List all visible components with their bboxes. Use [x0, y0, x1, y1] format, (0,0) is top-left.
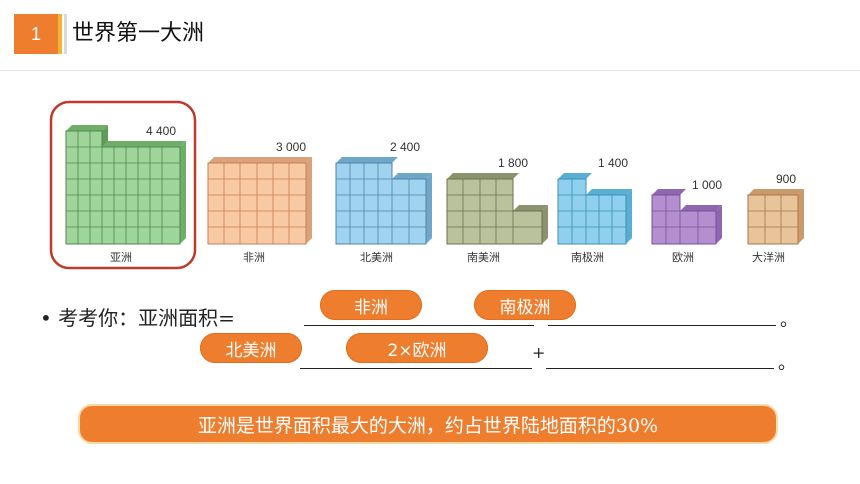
oceania-grid [748, 195, 798, 244]
south-america-name-label: 南美洲 [467, 251, 500, 264]
asia-block-side [180, 141, 186, 244]
europe-block-top-right [680, 205, 722, 211]
oceania-block-face [747, 194, 799, 245]
south-america-block-top [447, 173, 519, 179]
asia-area-label: 4 400 [146, 124, 176, 138]
antarctica-block-top [558, 173, 592, 179]
antarctica-grid [558, 179, 626, 244]
continent-block-asia: 4 400 亚洲 [65, 124, 186, 264]
europe-grid [652, 195, 716, 244]
south-america-block-side [542, 205, 548, 244]
africa-block-top [208, 157, 312, 163]
antarctica-block-face [557, 178, 627, 245]
continent-block-south-america: 1 800 南美洲 [446, 156, 548, 264]
plus-sign: + [532, 343, 546, 362]
africa-area-label: 3 000 [276, 140, 306, 154]
continent-block-antarctica: 1 400 南极洲 [557, 156, 632, 264]
answer-pill-north-america[interactable]: 北美洲 [200, 333, 302, 363]
south-america-block-top-right [513, 205, 548, 211]
answer-blank-2[interactable] [548, 325, 776, 326]
header-divider-bar [64, 14, 67, 54]
north-america-grid [336, 163, 426, 244]
south-america-block-face [446, 178, 543, 245]
exercise-bullet: • [40, 306, 52, 330]
continent-block-oceania: 900 大洋洲 [747, 172, 804, 264]
antarctica-block-top-right [586, 189, 632, 195]
europe-area-label: 1 000 [692, 178, 722, 192]
antarctica-block-side [626, 189, 632, 244]
north-america-block-side [426, 173, 432, 244]
asia-block-step-side [102, 125, 108, 147]
exercise-prompt: 考考你：亚洲面积= [58, 306, 235, 330]
europe-name-label: 欧洲 [672, 251, 694, 264]
header-accent-bar [58, 14, 62, 54]
south-america-area-label: 1 800 [498, 156, 528, 170]
continent-block-africa: 3 000 非洲 [207, 140, 312, 264]
asia-block-top [66, 125, 108, 131]
period-1: 。 [780, 310, 798, 331]
north-america-area-label: 2 400 [390, 140, 420, 154]
answer-blank-4[interactable] [546, 368, 774, 369]
north-america-block-top-right [392, 173, 432, 179]
asia-name-label: 亚洲 [110, 251, 132, 264]
antarctica-area-label: 1 400 [598, 156, 628, 170]
antarctica-name-label: 南极洲 [571, 250, 604, 264]
answer-pill-antarctica[interactable]: 南极洲 [474, 290, 576, 320]
exercise-prompt-line: • 考考你：亚洲面积= [40, 302, 235, 331]
period-2: 。 [778, 353, 796, 374]
section-number-badge: 1 [14, 14, 58, 54]
north-america-name-label: 北美洲 [360, 251, 393, 264]
oceania-block-side [798, 189, 804, 244]
answer-blank-1[interactable] [304, 325, 534, 326]
oceania-area-label: 900 [776, 172, 796, 186]
continent-block-europe: 1 000 欧洲 [651, 178, 722, 264]
africa-block-side [306, 157, 312, 244]
summary-banner: 亚洲是世界面积最大的大洲，约占世界陆地面积的30% [78, 404, 778, 444]
asia-block-top-right [102, 141, 186, 147]
south-america-grid [447, 179, 542, 244]
oceania-block-top [748, 189, 804, 195]
oceania-name-label: 大洋洲 [752, 250, 785, 264]
asia-highlight-ring [49, 100, 197, 270]
europe-block-top [652, 189, 686, 195]
continent-block-north-america: 2 400 北美洲 [335, 140, 432, 264]
asia-grid [66, 131, 180, 244]
north-america-block-top [336, 157, 398, 163]
header-rule [0, 70, 860, 71]
continent-area-figure: 4 400 亚洲 3 000 非洲 [49, 100, 804, 270]
africa-grid [208, 163, 306, 244]
answer-pill-africa[interactable]: 非洲 [320, 290, 422, 320]
answer-pill-two-europe[interactable]: 2×欧洲 [346, 333, 488, 363]
europe-block-side [716, 205, 722, 244]
page-title: 世界第一大洲 [72, 21, 205, 46]
europe-block-face [651, 194, 717, 245]
answer-blank-3[interactable] [300, 368, 532, 369]
africa-name-label: 非洲 [243, 251, 265, 264]
